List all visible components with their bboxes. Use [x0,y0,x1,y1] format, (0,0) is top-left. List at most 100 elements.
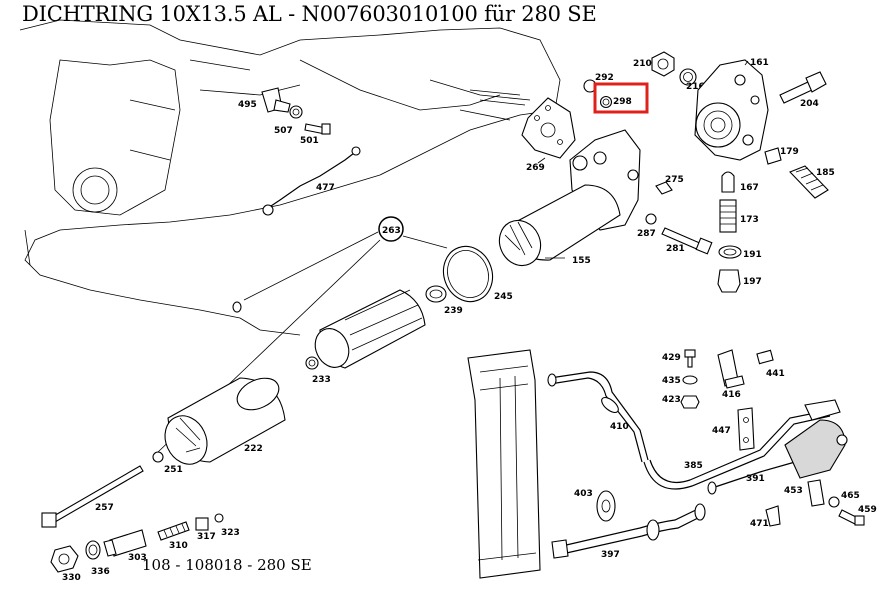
part-441-sleeve: 441 [756,349,785,379]
label-245: 245 [494,292,513,302]
part-330-plug: 330 [50,545,81,583]
label-269: 269 [526,163,545,173]
label-317: 317 [197,532,216,542]
label-298: 298 [613,97,632,107]
label-397: 397 [601,550,620,560]
part-191-seal: 191 [718,245,762,260]
label-191: 191 [743,250,762,260]
part-269-gasket: 269 [521,97,576,173]
label-155: 155 [572,256,591,266]
engine-block-outline [19,19,561,336]
part-501-screw: 501 [300,123,331,146]
part-155-filter-housing: 155 [498,129,641,267]
part-167-valve: 167 [721,171,759,193]
page-title: DICHTRING 10X13.5 AL - N007603010100 für… [22,2,597,26]
label-410: 410 [610,422,629,432]
part-239-seal: 239 [425,285,463,316]
label-263: 263 [382,226,401,236]
label-185: 185 [816,168,835,178]
part-257-long-bolt: 257 [41,465,144,528]
label-507: 507 [274,126,293,136]
part-287-washer: 287 [637,213,657,239]
part-447-bracket: 447 [712,407,755,451]
part-310-spring: 310 [157,521,190,551]
diagram-reference: 108 - 108018 - 280 SE [142,556,312,574]
part-317-sleeve: 317 [195,517,216,542]
part-336-seal: 336 [85,540,110,577]
label-447: 447 [712,426,731,436]
label-179: 179 [780,147,799,157]
label-173: 173 [740,215,759,225]
part-233-nut: 233 [305,356,331,385]
highlight-box-298 [593,82,649,114]
part-298-seal-ring: 298 [599,95,632,109]
label-435: 435 [662,376,681,386]
label-303: 303 [128,553,147,563]
part-429-screw: 429 [662,349,696,368]
label-275: 275 [665,175,684,185]
part-495-bracket: 495 [238,87,291,113]
part-161-bracket: 161 [694,58,769,161]
part-465-washer: 465 [828,491,860,508]
label-441: 441 [766,369,785,379]
part-222-filter-bowl: 222 [164,377,286,465]
label-204: 204 [800,99,819,109]
part-323-washer: 323 [214,513,240,538]
label-167: 167 [740,183,759,193]
label-222: 222 [244,444,263,454]
part-179-fitting: 179 [764,147,799,165]
part-435-washer: 435 [662,375,698,386]
label-477: 477 [316,183,335,193]
label-330: 330 [62,573,81,583]
label-281: 281 [666,244,685,254]
part-185-spring: 185 [789,165,835,199]
label-257: 257 [95,503,114,513]
part-385-line: 385 [643,409,831,490]
label-385: 385 [684,461,703,471]
filter-element [314,289,426,369]
part-423-nut: 423 [662,395,700,409]
label-465: 465 [841,491,860,501]
label-391: 391 [746,474,765,484]
label-292: 292 [595,73,614,83]
part-275-screw: 275 [655,175,684,195]
part-204-bolt: 204 [779,71,827,109]
part-210-nut: 210 [633,51,675,77]
part-197-plug: 197 [717,269,762,293]
part-477-rod: 477 [262,146,361,216]
label-501: 501 [300,136,319,146]
label-416: 416 [722,390,741,400]
label-336: 336 [91,567,110,577]
label-233: 233 [312,375,331,385]
part-416-bracket: 416 [717,349,745,400]
part-216-washer: 216 [679,68,705,92]
label-429: 429 [662,353,681,363]
part-471-clip: 471 [750,505,781,529]
part-281-bolt: 281 [661,227,713,255]
part-245-o-ring: 245 [442,245,513,303]
thermostat-housing [784,399,848,479]
label-251: 251 [164,465,183,475]
label-287: 287 [637,229,656,239]
part-397-hose: 397 [551,503,706,560]
part-459-bolt: 459 [838,505,877,526]
label-239: 239 [444,306,463,316]
label-310: 310 [169,541,188,551]
part-453-clamp: 453 [784,479,825,507]
part-303-valve: 303 [103,529,147,563]
part-403-grommet: 403 [574,489,616,522]
part-251-washer: 251 [152,451,183,475]
label-210: 210 [633,59,652,69]
label-495: 495 [238,100,257,110]
label-453: 453 [784,486,803,496]
label-459: 459 [858,505,877,515]
part-410-hose: 410 [547,371,649,463]
label-323: 323 [221,528,240,538]
oil-cooler [467,349,541,579]
label-423: 423 [662,395,681,405]
label-471: 471 [750,519,769,529]
label-197: 197 [743,277,762,287]
label-216: 216 [686,82,705,92]
